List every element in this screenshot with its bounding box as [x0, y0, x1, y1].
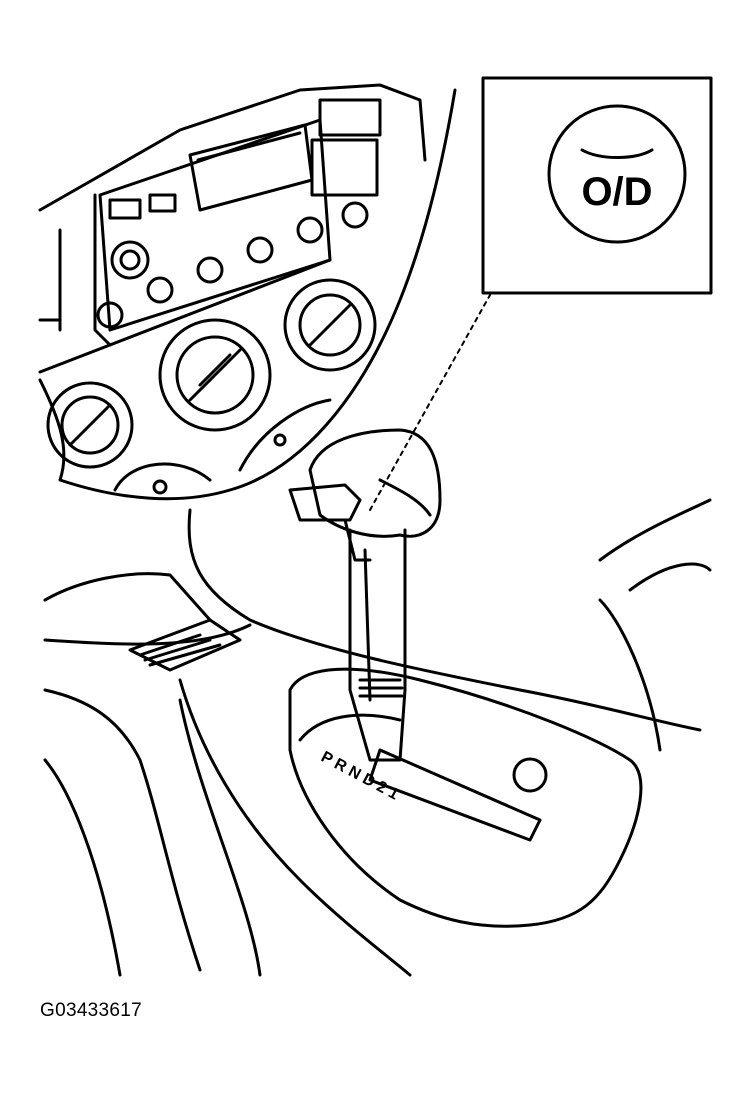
shifter-bezel	[288, 667, 643, 928]
dash-vents	[113, 398, 332, 495]
climate-knob-left	[46, 381, 134, 469]
dashboard-outline	[38, 83, 457, 501]
gear-gate-letters: P R N D 2 1	[318, 749, 401, 804]
center-console	[43, 498, 712, 977]
figure-caption: G03433617	[40, 1000, 143, 1021]
climate-knob-right	[283, 278, 377, 372]
inset-box	[481, 76, 713, 295]
shift-lever	[348, 528, 407, 762]
od-button-label: O/D	[581, 170, 652, 214]
climate-knob-center	[158, 318, 272, 432]
shift-knob	[288, 428, 442, 562]
radio-unit	[38, 98, 382, 332]
